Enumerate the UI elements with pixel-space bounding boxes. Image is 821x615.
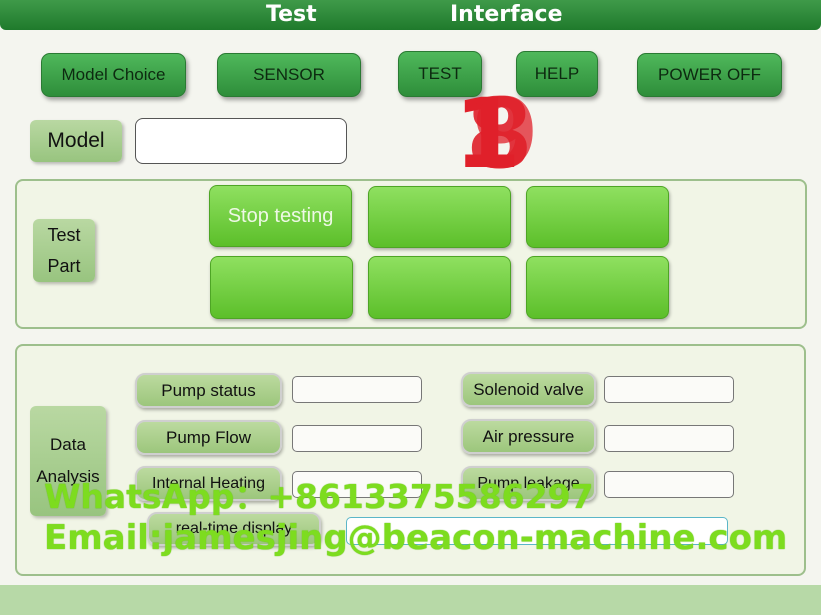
data-analysis-label: Data Analysis bbox=[30, 406, 106, 516]
data-analysis-label-line1: Data bbox=[50, 434, 86, 454]
realtime-display-label: real-time display bbox=[147, 512, 321, 546]
test-slot-button[interactable] bbox=[368, 256, 511, 319]
test-slot-button[interactable] bbox=[368, 186, 511, 248]
title-test: Test bbox=[266, 2, 317, 27]
counter-digit: 1 bbox=[454, 78, 521, 190]
test-slot-button[interactable] bbox=[526, 256, 669, 319]
realtime-display-field bbox=[346, 517, 728, 545]
counter-display: 1 8 9 bbox=[452, 86, 552, 202]
solenoid-valve-field bbox=[604, 376, 734, 403]
power-off-button[interactable]: POWER OFF bbox=[637, 53, 782, 97]
email-watermark: Email:jamesjing@beacon-machine.com bbox=[44, 518, 788, 558]
internal-heating-field bbox=[292, 471, 422, 498]
pump-leakage-field bbox=[604, 471, 734, 498]
help-button[interactable]: HELP bbox=[516, 51, 598, 97]
test-button[interactable]: TEST bbox=[398, 51, 482, 97]
counter-digit: 8 bbox=[466, 78, 533, 190]
test-slot-button[interactable] bbox=[210, 256, 353, 319]
title-bar: Test Interface bbox=[0, 0, 821, 30]
bottom-bar bbox=[0, 585, 821, 615]
model-label: Model bbox=[30, 120, 122, 162]
pump-status-label: Pump status bbox=[135, 373, 282, 408]
pump-leakage-label: Pump leakage bbox=[461, 466, 596, 501]
test-slot-button[interactable] bbox=[526, 186, 669, 248]
model-choice-button[interactable]: Model Choice bbox=[41, 53, 186, 97]
model-input[interactable] bbox=[135, 118, 347, 164]
sensor-button[interactable]: SENSOR bbox=[217, 53, 361, 97]
title-interface: Interface bbox=[450, 2, 563, 27]
data-analysis-label-line2: Analysis bbox=[36, 467, 100, 486]
whatsapp-watermark: WhatsApp：+8613375586297 bbox=[44, 477, 594, 516]
solenoid-valve-label: Solenoid valve bbox=[461, 372, 596, 407]
stop-testing-button[interactable]: Stop testing bbox=[209, 185, 352, 247]
air-pressure-label: Air pressure bbox=[461, 419, 596, 454]
air-pressure-field bbox=[604, 425, 734, 452]
test-part-label-line1: Test bbox=[47, 224, 81, 245]
test-part-label-line2: Part bbox=[47, 255, 81, 276]
internal-heating-label: Internal Heating bbox=[135, 466, 282, 501]
test-part-label: Test Part bbox=[33, 219, 95, 282]
pump-flow-field bbox=[292, 425, 422, 452]
counter-digit: 9 bbox=[472, 78, 539, 190]
pump-flow-label: Pump Flow bbox=[135, 420, 282, 455]
pump-status-field bbox=[292, 376, 422, 403]
